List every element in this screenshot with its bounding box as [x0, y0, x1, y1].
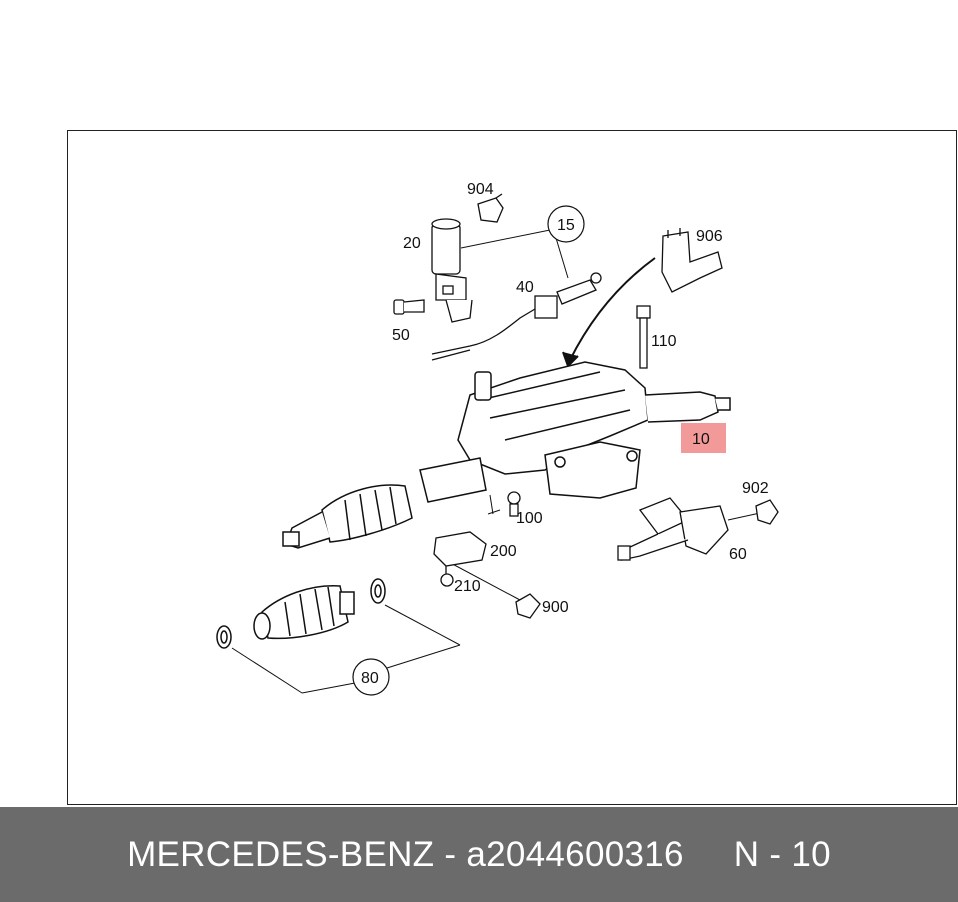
- part-100-bolt: [507, 491, 521, 517]
- callout-906: 906: [696, 228, 723, 245]
- part-110-bolt: [636, 305, 651, 369]
- callout-labels: 904 20 15 906 40 50 110 10 902 100 200 6…: [361, 181, 769, 687]
- callout-60: 60: [729, 546, 747, 563]
- callout-200: 200: [490, 543, 517, 560]
- brand-name: MERCEDES-BENZ: [127, 834, 435, 874]
- callout-15: 15: [557, 217, 575, 234]
- part-10-column-housing: [457, 361, 731, 499]
- diagram-position: N - 10: [733, 834, 831, 874]
- leader-lines: [231, 229, 761, 694]
- part-80-boot-set: [216, 578, 386, 649]
- callout-902: 902: [742, 480, 769, 497]
- steering-column-exploded-diagram: 904 20 15 906 40 50 110 10 902 100 200 6…: [216, 181, 779, 696]
- part-20-motor: [431, 218, 473, 323]
- callout-80: 80: [361, 670, 379, 687]
- callout-110: 110: [651, 333, 677, 350]
- callout-10: 10: [692, 431, 710, 448]
- part-40-cable: [431, 272, 602, 361]
- part-60-motor: [617, 497, 729, 561]
- callout-900: 900: [542, 599, 569, 616]
- callout-circle-15: [547, 205, 585, 243]
- part-902-tag: [755, 499, 779, 525]
- callout-210: 210: [454, 578, 481, 595]
- callout-904: 904: [467, 181, 494, 198]
- shaft-and-boot: [282, 457, 487, 549]
- footer-separator: -: [434, 834, 467, 874]
- part-904-tag: [477, 193, 504, 223]
- callout-50: 50: [392, 327, 410, 344]
- callout-40: 40: [516, 279, 534, 296]
- part-900-tag: [515, 593, 541, 619]
- part-number: a2044600316: [466, 834, 684, 874]
- callout-20: 20: [403, 235, 421, 252]
- callout-circle-80: [352, 658, 390, 696]
- part-210-nut: [440, 573, 454, 587]
- callout-100: 100: [516, 510, 543, 527]
- part-200-sensor: [433, 531, 487, 574]
- highlight-box-10: [681, 423, 726, 453]
- part-50-screw: [393, 299, 425, 315]
- footer-bar: MERCEDES-BENZ - a2044600316 N - 10: [0, 807, 958, 902]
- part-906-bracket: [661, 228, 723, 293]
